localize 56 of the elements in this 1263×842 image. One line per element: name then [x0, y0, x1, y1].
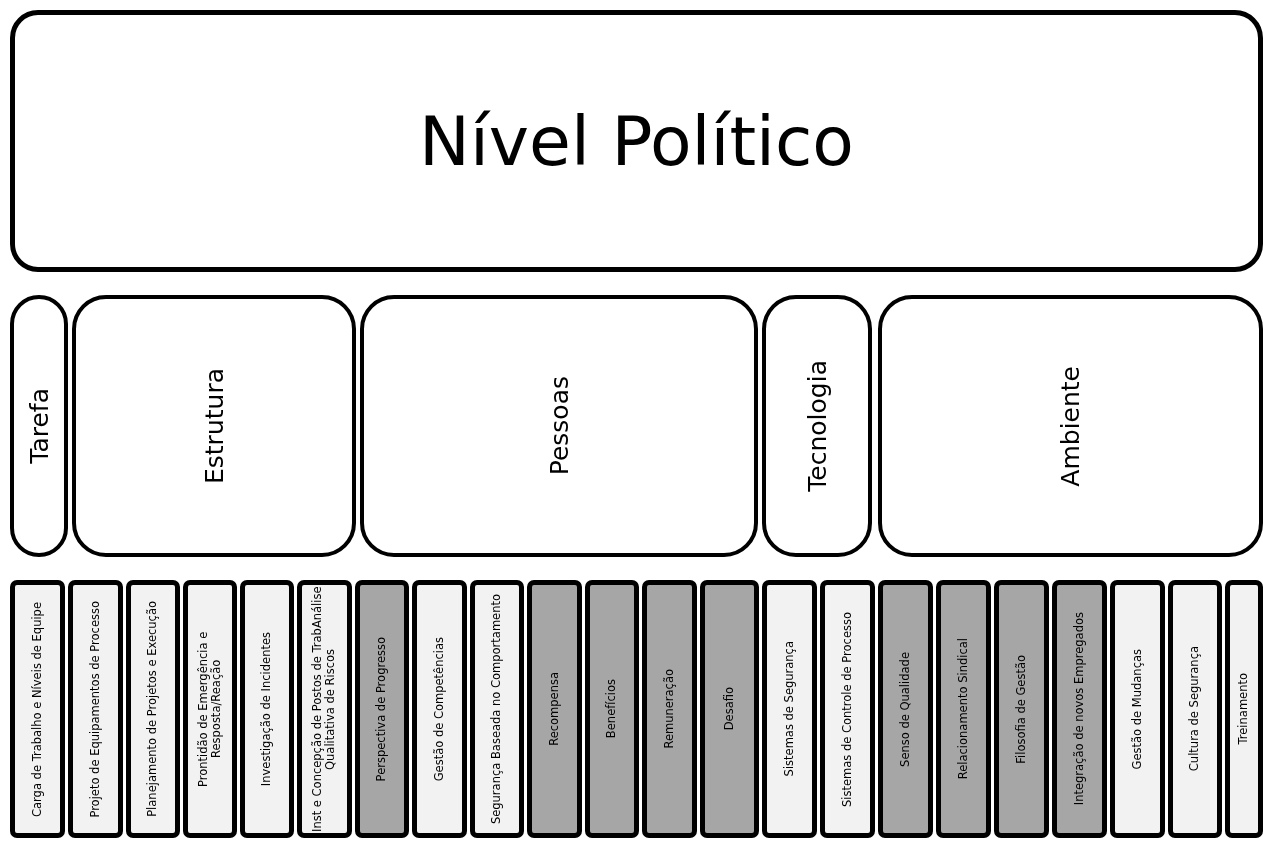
- factor-box: [240, 580, 294, 838]
- factor-box: [412, 580, 467, 838]
- level-banner: [10, 10, 1263, 272]
- factor-box: [527, 580, 582, 838]
- factor-label: Inst e Concepção de Postos de TrabAnálise Qualitativa de Riscos: [311, 585, 338, 833]
- factor-box: [10, 580, 65, 838]
- factor-box: [1052, 580, 1107, 838]
- factor-box: [762, 580, 817, 838]
- factor-label: Sistemas de Segurança: [782, 641, 797, 777]
- factor-label: Recompensa: [547, 672, 562, 746]
- factor-label: Segurança Baseada no Comportamento: [490, 593, 504, 825]
- factor-box: [642, 580, 697, 838]
- category-label: Ambiente: [1056, 365, 1085, 487]
- factor-box: [1168, 580, 1222, 838]
- factor-label: Gestão de Competências: [432, 636, 447, 782]
- factor-label: Relacionamento Sindical: [956, 638, 971, 780]
- factor-box: [126, 580, 180, 838]
- factor-label: Prontidão de Emergência e Resposta/Reação: [196, 630, 224, 789]
- factor-box: [355, 580, 409, 838]
- category-box: [878, 295, 1263, 557]
- category-label: Tarefa: [24, 388, 54, 464]
- factor-label: Carga de Trabalho e Níveis de Equipe: [30, 601, 45, 817]
- category-box: [762, 295, 872, 557]
- factor-box: [585, 580, 639, 838]
- factor-label: Filosofia de Gestão: [1014, 654, 1029, 764]
- factor-box: [700, 580, 759, 838]
- banner-title: Nível Político: [419, 101, 854, 181]
- factor-box: [1110, 580, 1165, 838]
- factor-label: Remuneração: [662, 669, 677, 749]
- category-label: Tecnologia: [802, 360, 832, 492]
- factor-label: Desafio: [722, 687, 737, 731]
- category-box: [10, 295, 68, 557]
- factor-label: Sistemas de Controle de Processo: [840, 611, 855, 807]
- factor-label: Treinamento: [1237, 673, 1251, 745]
- factor-label: Cultura de Segurança: [1188, 646, 1202, 772]
- factor-label: Planejamento de Projetos e Execução: [146, 601, 160, 817]
- factor-box: [994, 580, 1049, 838]
- factor-box: [183, 580, 237, 838]
- category-box: [360, 295, 758, 557]
- factor-label: Integração de novos Empregados: [1072, 612, 1087, 806]
- factor-label: Investigação de Incidentes: [260, 631, 274, 787]
- factor-box: [936, 580, 991, 838]
- factor-label: Gestão de Mudanças: [1130, 648, 1145, 770]
- category-box: [72, 295, 356, 557]
- factor-box: [297, 580, 352, 838]
- category-label: Pessoas: [544, 376, 574, 476]
- factor-label: Perspectiva de Progresso: [375, 636, 389, 782]
- factor-box: [68, 580, 123, 838]
- category-label: Estrutura: [199, 368, 229, 484]
- factor-label: Benefícios: [605, 679, 619, 739]
- factor-label: Senso de Qualidade: [898, 651, 913, 767]
- factor-box: [820, 580, 875, 838]
- factor-label: Projeto de Equipamentos de Processo: [88, 600, 103, 818]
- factor-box: [1225, 580, 1263, 838]
- factor-box: [878, 580, 933, 838]
- factor-box: [470, 580, 524, 838]
